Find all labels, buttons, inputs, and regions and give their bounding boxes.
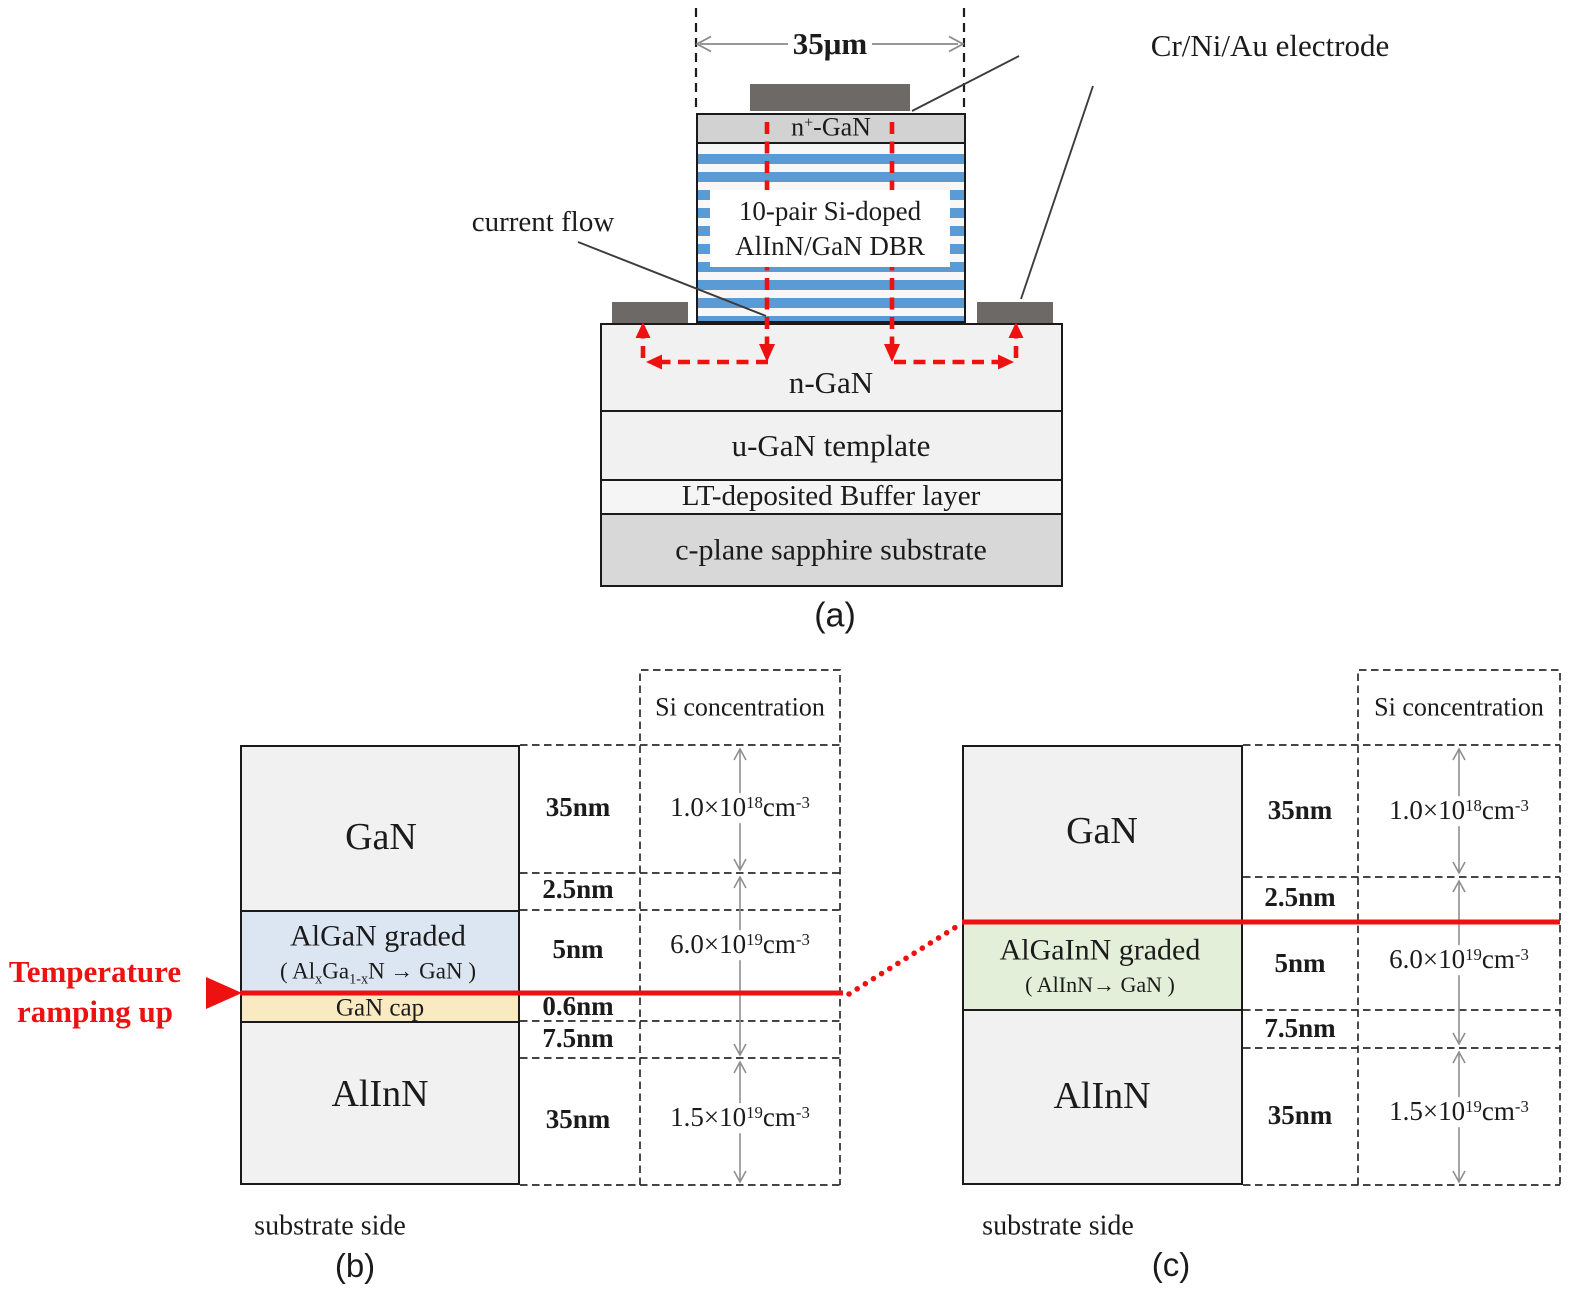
b-thickness-2-5nm: 2.5nm [542,874,614,905]
c-si-value-2: 6.0×1019cm-3 [1385,944,1533,975]
electrode-label: Cr/Ni/Au electrode [1150,27,1390,63]
dbr-label-box: 10-pair Si-doped AlInN/GaN DBR [710,190,950,267]
c-substrate-side-label: substrate side [982,1210,1134,1242]
width-dimension-arrow [695,35,965,53]
c-thickness-5nm: 5nm [1274,948,1326,979]
b-thickness-0-6nm: 0.6nm [542,991,614,1022]
b-gan-label: GaN [345,816,417,859]
b-si-value-3: 1.5×1019cm-3 [666,1102,814,1133]
c-si-value-3: 1.5×1019cm-3 [1385,1096,1533,1127]
c-algainn-title: AlGaInN graded [999,933,1201,967]
current-flow-label: current flow [471,206,615,239]
side-electrode-right [977,302,1053,323]
n-gan-label: n-GaN [788,364,874,400]
b-si-value-1: 1.0×1018cm-3 [666,792,814,823]
c-thickness-35nm-top: 35nm [1267,795,1333,826]
c-si-header: Si concentration [1374,692,1544,722]
c-thickness-2-5nm: 2.5nm [1264,882,1336,913]
mesa-width-guides [694,8,966,113]
buffer-label: LT-deposited Buffer layer [681,480,981,513]
c-alinn-label: AlInN [1053,1075,1151,1118]
c-dimension-grid [1243,669,1561,1186]
b-si-value-2: 6.0×1019cm-3 [666,929,814,960]
c-gan-layer [962,745,1243,922]
b-alinn-layer [240,1021,520,1185]
b-thickness-35nm-bottom: 35nm [545,1104,611,1135]
temperature-label-line1: Temperature [8,953,182,989]
b-algan-formula: ( AlxGa1-xN → GaN ) [279,958,477,987]
c-thickness-35nm-bottom: 35nm [1267,1100,1333,1131]
b-algan-graded-layer [240,910,520,995]
sapphire-substrate-layer [600,513,1063,587]
c-gan-label: GaN [1066,810,1138,853]
b-dimension-grid [520,669,841,1186]
b-thickness-5nm: 5nm [552,934,604,965]
width-dimension-label: 35μm [792,25,868,61]
annotation-pointer-lines [577,55,1094,317]
b-substrate-side-label: substrate side [254,1210,406,1242]
panel-c-label: (c) [1151,1245,1191,1283]
side-electrode-left [612,302,688,323]
c-alinn-layer [962,1009,1243,1185]
u-gan-label: u-GaN template [731,427,931,463]
substrate-label: c-plane sapphire substrate [675,533,987,567]
current-flow-arrows [635,122,1024,370]
temperature-label-line2: ramping up [17,993,173,1029]
panel-a-label: (a) [814,596,856,635]
panel-b-label: (b) [334,1246,376,1284]
c-algainn-formula: ( AlInN→ GaN ) [1025,971,1175,997]
b-algan-title: AlGaN graded [290,919,466,953]
nplus-gan-layer [698,115,964,144]
b-gan-cap-label: GaN cap [335,994,425,1022]
dbr-label-line1: 10-pair Si-doped [738,195,922,226]
b-alinn-label: AlInN [331,1073,429,1116]
c-thickness-7-5nm: 7.5nm [1264,1013,1336,1044]
b-si-header: Si concentration [655,692,825,722]
b-thickness-7-5nm: 7.5nm [542,1023,614,1054]
c-si-value-1: 1.0×1018cm-3 [1385,795,1533,826]
nplus-gan-label: n+-GaN [791,112,871,142]
b-gan-layer [240,745,520,912]
dbr-label-line2: AlInN/GaN DBR [735,230,925,261]
b-thickness-35nm-top: 35nm [545,792,611,823]
temperature-ramp-line [206,919,1560,1009]
c-algainn-graded-layer [962,920,1243,1011]
n-gan-slab [600,323,1063,412]
top-electrode [750,84,910,111]
